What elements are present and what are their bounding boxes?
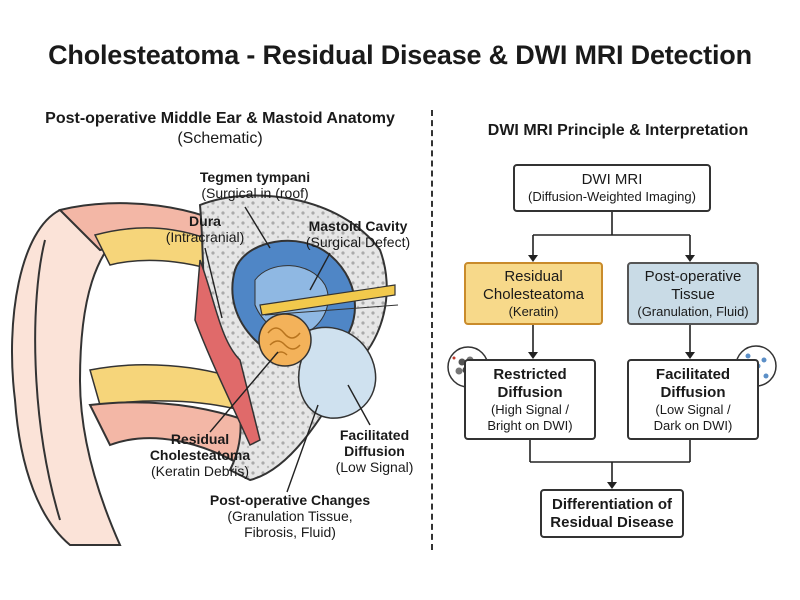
left-section-title: Post-operative Middle Ear & Mastoid Anat… <box>40 109 400 149</box>
postop-tissue-box: Post-operative Tissue (Granulation, Flui… <box>627 262 759 325</box>
restricted-diffusion-box: Restricted Diffusion (High Signal / Brig… <box>464 359 596 440</box>
label-tegmen: Tegmen tympani (Surgical in (roof) <box>199 169 311 201</box>
residual-cholesteatoma-box: Residual Cholesteatoma (Keratin) <box>464 262 603 325</box>
dura-shape <box>194 259 261 447</box>
dwi-mri-box: DWI MRI (Diffusion-Weighted Imaging) <box>513 164 711 212</box>
facilitated-diffusion-box: Facilitated Diffusion (Low Signal / Dark… <box>627 359 759 440</box>
label-facilitated-diffusion: Facilitated Diffusion (Low Signal) <box>335 427 414 475</box>
label-residual-cholesteatoma: Residual Cholesteatoma (Keratin Debris) <box>149 431 251 479</box>
differentiation-box: Differentiation of Residual Disease <box>540 489 684 538</box>
nerve-bundle <box>259 284 396 316</box>
fluid-region <box>298 326 377 419</box>
label-mastoid: Mastoid Cavity (Surgical Defect) <box>305 218 411 250</box>
label-postop-changes: Post-operative Changes (Granulation Tiss… <box>209 492 371 540</box>
left-heading-bold: Post-operative Middle Ear & Mastoid Anat… <box>45 110 395 127</box>
keratin-mass <box>258 313 312 367</box>
left-heading-normal: (Schematic) <box>177 130 263 147</box>
pinna-shape <box>11 208 133 546</box>
section-divider <box>431 110 433 550</box>
right-section-title: DWI MRI Principle & Interpretation <box>487 122 749 139</box>
label-dura: Dura (Intracranial) <box>165 213 245 245</box>
page-title: Cholesteatoma - Residual Disease & DWI M… <box>48 40 752 70</box>
pinna-helix <box>34 239 61 521</box>
